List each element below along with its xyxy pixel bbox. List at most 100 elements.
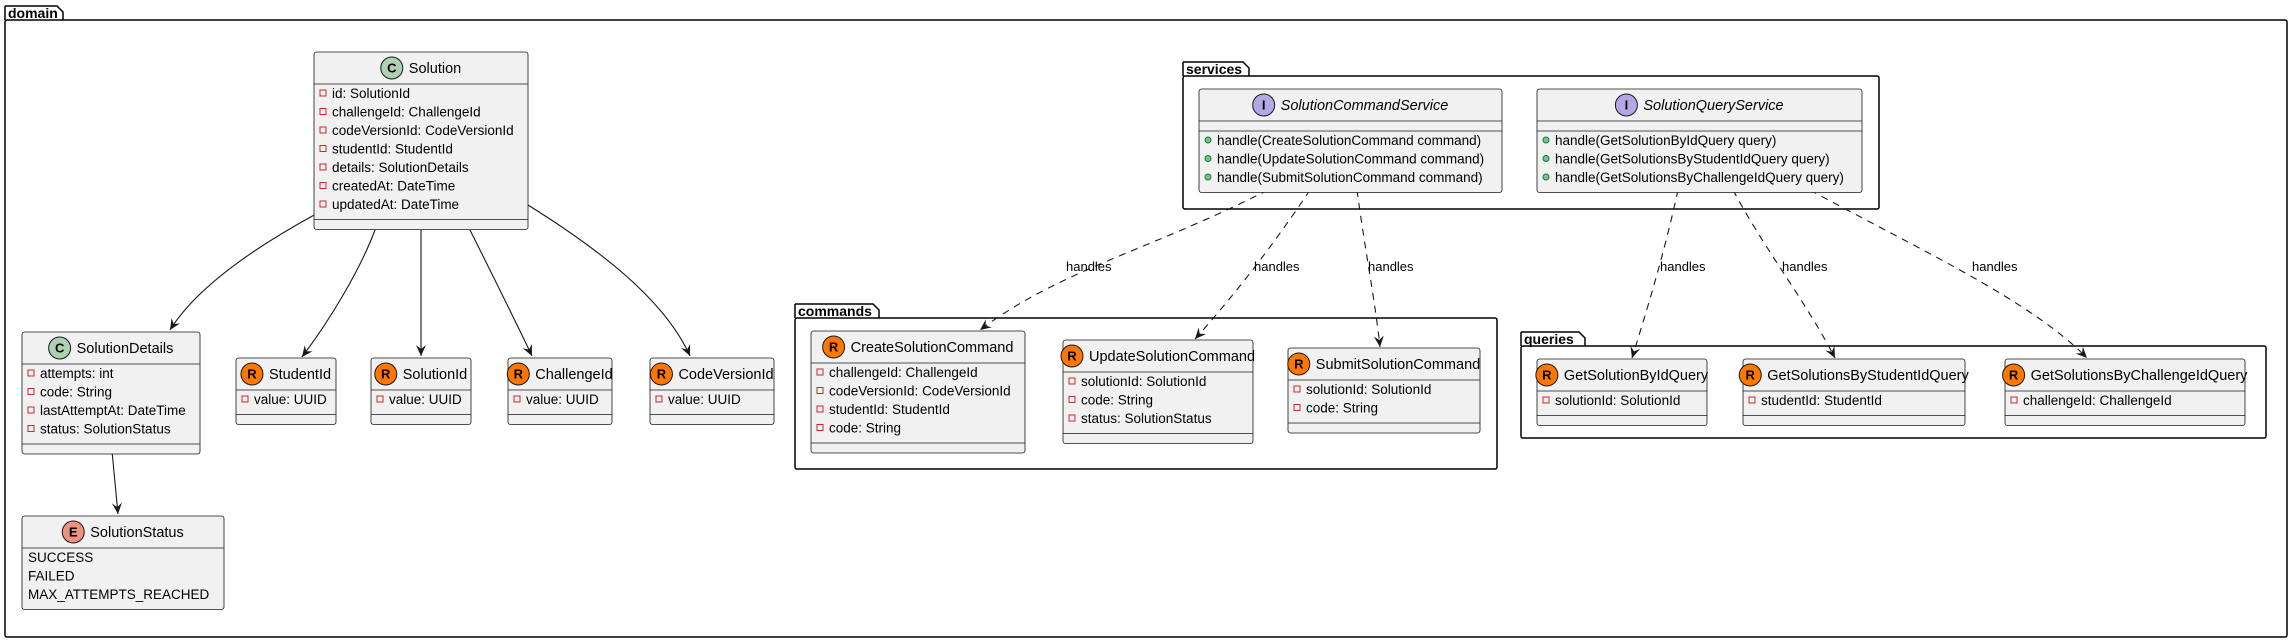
- class-kind-letter: R: [1746, 368, 1756, 383]
- class-member: value: UUID: [254, 392, 327, 407]
- private-marker-icon: [816, 387, 824, 394]
- class-kind-letter: R: [1294, 357, 1304, 372]
- class-name: StudentId: [269, 367, 331, 383]
- package-label-queries: queries: [1524, 331, 1574, 347]
- class-name: SolutionId: [403, 367, 468, 383]
- relation-handles-create: [979, 189, 1269, 331]
- class-badge-icon: [48, 336, 72, 360]
- class-badge-icon: [1535, 363, 1559, 387]
- class-badge-icon: [822, 335, 846, 359]
- class-member: lastAttemptAt: DateTime: [40, 403, 186, 418]
- class-member: studentId: StudentId: [1761, 393, 1882, 408]
- class-kind-letter: R: [657, 367, 667, 382]
- private-marker-icon: [241, 395, 249, 403]
- private-marker-icon: [1293, 404, 1301, 411]
- class-member: studentId: StudentId: [829, 402, 950, 417]
- class-kind-letter: R: [2009, 368, 2019, 383]
- class-name: GetSolutionsByChallengeIdQuery: [2031, 368, 2249, 384]
- class-name: SolutionQueryService: [1643, 98, 1783, 114]
- class-name: SolutionStatus: [90, 525, 184, 541]
- class-member: handle(SubmitSolutionCommand command): [1217, 170, 1483, 185]
- private-marker-icon: [2010, 396, 2018, 404]
- class-badge-icon: [380, 56, 404, 80]
- private-marker-icon: [319, 108, 327, 115]
- class-badge-icon: [2002, 363, 2026, 387]
- class-member: attempts: int: [40, 366, 114, 381]
- relation-challenge-id: [469, 229, 533, 357]
- relation-label-handles: handles: [1368, 259, 1414, 274]
- private-marker-icon: [1068, 377, 1076, 385]
- class-member: code: String: [1081, 393, 1153, 408]
- class-member: createdAt: DateTime: [332, 179, 455, 194]
- class-member: solutionId: SolutionId: [1081, 374, 1206, 389]
- class-badge-icon: [1287, 352, 1311, 376]
- relation-code-version-id: [527, 204, 691, 357]
- private-marker-icon: [655, 395, 663, 403]
- class-badge-icon: [1614, 93, 1638, 117]
- class-member: value: UUID: [526, 392, 599, 407]
- relation-label-handles: handles: [1782, 259, 1828, 274]
- package-queries: queries: [1520, 331, 2267, 439]
- private-marker-icon: [376, 395, 384, 403]
- class-member: challengeId: ChallengeId: [332, 105, 481, 120]
- class-name: UpdateSolutionCommand: [1089, 349, 1255, 365]
- class-member: handle(GetSolutionByIdQuery query): [1555, 133, 1776, 148]
- package-label-domain: domain: [8, 5, 58, 21]
- class-name: SolutionCommandService: [1281, 98, 1449, 114]
- class-member: value: UUID: [389, 392, 462, 407]
- class-member: details: SolutionDetails: [332, 160, 469, 175]
- class-badge-icon: [240, 362, 264, 386]
- private-marker-icon: [27, 406, 35, 414]
- class-member: challengeId: ChallengeId: [2023, 393, 2172, 408]
- class-badge-icon: [506, 362, 530, 386]
- private-marker-icon: [816, 368, 824, 376]
- package-label-services: services: [1186, 61, 1242, 77]
- public-marker-icon: [1204, 136, 1212, 144]
- class-badge-icon: [61, 520, 85, 544]
- class-member: value: UUID: [668, 392, 741, 407]
- class-member: studentId: StudentId: [332, 142, 453, 157]
- class-member: solutionId: SolutionId: [1555, 393, 1680, 408]
- class-member: handle(UpdateSolutionCommand command): [1217, 152, 1484, 167]
- private-marker-icon: [27, 425, 35, 432]
- private-marker-icon: [27, 388, 35, 395]
- private-marker-icon: [319, 182, 327, 189]
- private-marker-icon: [1748, 396, 1756, 404]
- package-commands: commands: [794, 303, 1498, 470]
- class-member: updatedAt: DateTime: [332, 197, 459, 212]
- relation-label-handles: handles: [1660, 259, 1706, 274]
- relation-student-id: [301, 229, 376, 358]
- private-marker-icon: [319, 200, 327, 208]
- class-member: code: String: [1306, 401, 1378, 416]
- class-member: codeVersionId: CodeVersionId: [829, 384, 1011, 399]
- class-name: SolutionDetails: [77, 341, 174, 357]
- public-marker-icon: [1204, 155, 1212, 162]
- package-services: services: [1182, 61, 1880, 210]
- class-member: SUCCESS: [28, 550, 93, 565]
- relation-handles-update: [1194, 189, 1311, 340]
- class-badge-icon: [649, 362, 673, 386]
- private-marker-icon: [319, 145, 327, 152]
- private-marker-icon: [1293, 385, 1301, 393]
- class-kind-letter: R: [381, 367, 391, 382]
- class-kind-letter: I: [1262, 98, 1266, 113]
- class-name: GetSolutionByIdQuery: [1564, 368, 1709, 384]
- class-member: handle(CreateSolutionCommand command): [1217, 133, 1481, 148]
- class-member: status: SolutionStatus: [40, 422, 171, 437]
- class-badge-icon: [1060, 344, 1084, 368]
- private-marker-icon: [319, 163, 327, 171]
- class-member: FAILED: [28, 569, 75, 584]
- class-by-challenge-query: R GetSolutionsByChallengeIdQuery challenge…: [2002, 358, 2249, 426]
- class-kind-letter: E: [69, 525, 78, 540]
- private-marker-icon: [816, 405, 824, 413]
- class-badge-icon: [1252, 93, 1276, 117]
- private-marker-icon: [27, 369, 35, 377]
- class-badge-icon: [1738, 363, 1762, 387]
- class-name: SubmitSolutionCommand: [1316, 357, 1480, 373]
